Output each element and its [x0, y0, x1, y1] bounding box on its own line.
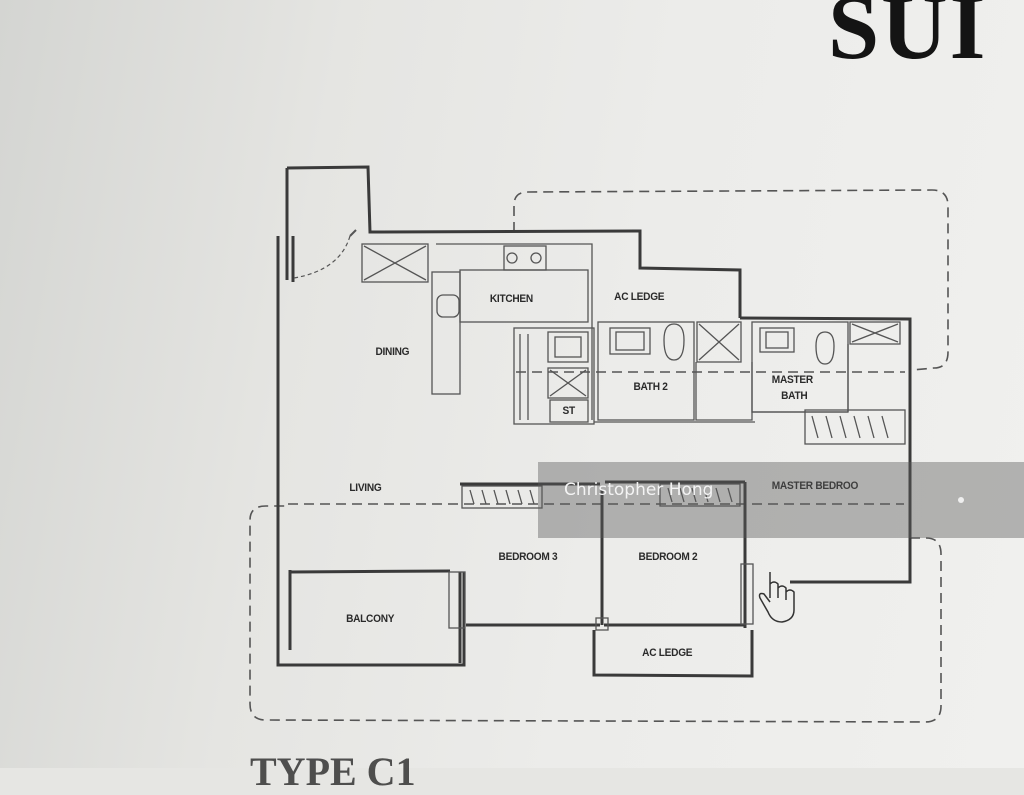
room-label-kitchen: KITCHEN: [489, 293, 533, 305]
wall-east: [790, 376, 912, 584]
room-label-living: LIVING: [349, 482, 382, 494]
hand-cursor-icon: [758, 572, 795, 623]
store-shelf: [519, 334, 529, 420]
bath2-wc: [663, 323, 685, 361]
door-swing: [293, 235, 351, 279]
bed2-window: [740, 563, 754, 625]
dryer-x: [549, 369, 587, 397]
bed3-wardrobe-hatch: [469, 489, 535, 505]
room-label-bedroom-3: BEDROOM 3: [498, 551, 558, 563]
wall-ac-top: [638, 241, 742, 318]
store-block: [513, 327, 595, 425]
master-sink: [759, 327, 795, 353]
bath2-sink-inner: [615, 331, 645, 351]
watermark-text: Christopher Hong: [564, 480, 714, 500]
bed-divider-post: [595, 617, 609, 631]
interior-lines: [361, 243, 906, 631]
bath2-room: [597, 321, 695, 421]
walls: [276, 165, 912, 678]
wall-balcony-top: [289, 569, 451, 574]
bed2-wardrobe: [659, 483, 741, 507]
wall-east-bath: [739, 316, 912, 376]
watermark-banner: Christopher Hong: [538, 462, 1024, 538]
plan-type-caption-fragment: TYPE C1: [250, 749, 416, 794]
master-wardrobe-hatch: [811, 415, 889, 439]
bath2-shower-x: [698, 323, 740, 361]
master-shower-x: [851, 323, 899, 343]
dashed-outline-top: [513, 189, 949, 371]
dashed-outline-group: [249, 189, 949, 723]
master-wardrobe: [804, 409, 906, 445]
photo-background: [0, 0, 1024, 768]
sink: [436, 294, 460, 318]
room-label-ac-ledge-bottom: AC LEDGE: [642, 647, 693, 659]
room-label-master-bath-2: BATH: [781, 390, 808, 402]
room-label-dining: DINING: [375, 346, 410, 358]
entry-door: [293, 235, 351, 279]
room-label-bedroom-2: BEDROOM 2: [638, 551, 698, 563]
balcony-door: [448, 571, 466, 629]
master-bath-divider: [752, 344, 849, 413]
kitchen-counter-left: [431, 271, 461, 395]
master-wc: [815, 331, 835, 365]
room-label-store: ST: [562, 405, 576, 417]
watermark-dot-icon: [958, 497, 964, 503]
washer: [547, 331, 589, 363]
bed3-wardrobe: [461, 485, 543, 509]
bath2-lower: [695, 362, 753, 421]
hob: [503, 245, 547, 271]
master-sink-inner: [765, 331, 789, 349]
floor-plan: [249, 165, 949, 723]
room-label-bath-2: BATH 2: [633, 381, 668, 393]
washer-inner: [554, 336, 582, 358]
shower-kitchen-x: [363, 245, 427, 281]
dashed-outline-bottom: [249, 505, 942, 723]
store-room: [549, 399, 589, 423]
bath2-sink: [609, 327, 651, 355]
room-label-ac-ledge-top: AC LEDGE: [614, 291, 665, 303]
master-shower: [849, 321, 901, 345]
wall-west-lower: [276, 236, 466, 667]
wall-ac-bottom: [592, 630, 754, 678]
hob-2: [530, 252, 542, 264]
wall-west-top: [286, 165, 642, 241]
room-label-master-bath-1: MASTER: [771, 374, 813, 386]
kitchen-wall: [436, 243, 593, 420]
room-label-master-bedroom: MASTER BEDROO: [771, 480, 859, 492]
bath2-shower: [696, 321, 742, 363]
shower-kitchen: [361, 243, 429, 283]
page-heading-fragment: SUI: [828, 0, 988, 78]
dryer: [547, 367, 589, 399]
room-label-balcony: BALCONY: [346, 613, 395, 625]
bed2-wardrobe-hatch: [667, 487, 733, 503]
door-leaf: [349, 229, 357, 237]
hob-1: [506, 252, 518, 264]
